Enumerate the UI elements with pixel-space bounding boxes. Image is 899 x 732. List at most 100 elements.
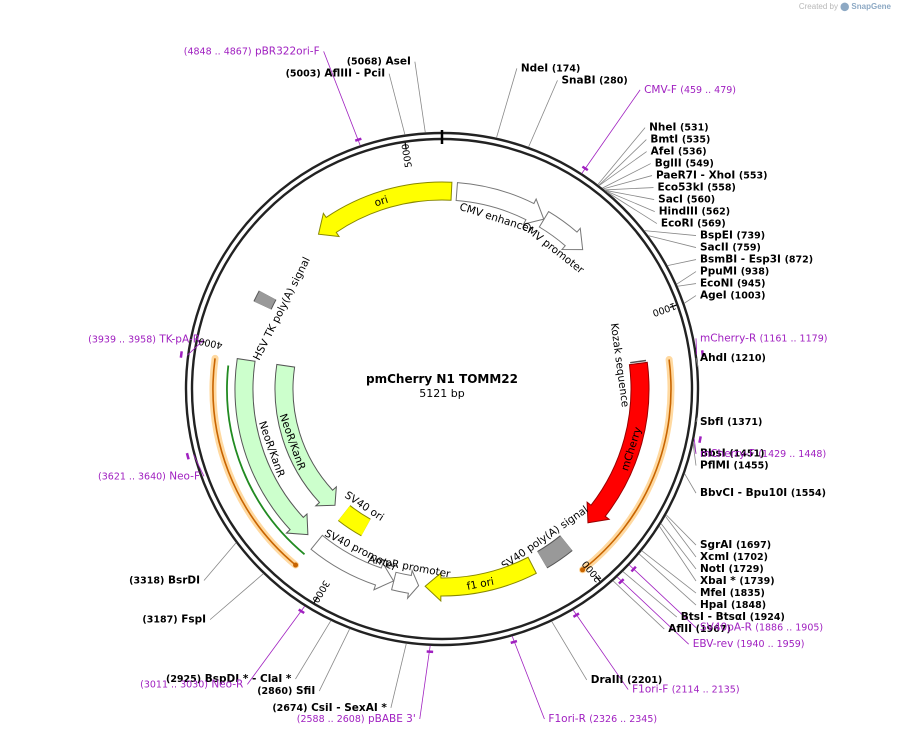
- label-leaders: [179, 51, 705, 720]
- primer-leader: [193, 454, 205, 477]
- primer-name: CMV-F: [644, 84, 677, 96]
- primer-label: mCherry-F (1429 .. 1448): [700, 448, 826, 460]
- label-dash: -: [248, 673, 260, 685]
- primer-leader: [581, 89, 641, 174]
- primer-binding-mark: [572, 612, 580, 618]
- primer-label: mCherry-R (1161 .. 1179): [700, 332, 827, 344]
- site-name: DraIII: [591, 674, 624, 686]
- primer-label: (3939 .. 3958) TK-pA-R: [88, 334, 200, 346]
- site-label: (3187) FspI: [142, 614, 206, 626]
- site-position: (1371): [727, 417, 762, 428]
- site-leader: [295, 620, 332, 680]
- site-name: BmtI: [650, 134, 678, 146]
- primer-position: (2326 .. 2345): [589, 714, 657, 725]
- credit-brand: SnapGene: [851, 2, 891, 11]
- site-label: (2925) BspDI * - ClaI *: [166, 673, 292, 685]
- site-position: (549): [685, 159, 714, 170]
- site-position: (1729): [729, 564, 764, 575]
- site-leader: [684, 473, 697, 494]
- primer-name: mCherry-F: [700, 448, 755, 460]
- site-name: SacI: [658, 194, 683, 206]
- primer-leader: [572, 609, 629, 690]
- site-label: NheI (531): [649, 122, 708, 134]
- site-leader: [318, 628, 351, 692]
- site-label: BtsI - BtsαI (1924): [681, 611, 785, 623]
- feature-mcherry: [586, 361, 650, 524]
- site-position: (1451): [729, 449, 764, 460]
- label-dash: -: [734, 487, 746, 499]
- label-dash: -: [737, 254, 749, 266]
- site-name: XcmI: [700, 551, 729, 563]
- site-position: (1739): [739, 576, 774, 587]
- site-position: (945): [737, 279, 766, 290]
- label-dash: -: [333, 702, 345, 714]
- site-leader: [676, 271, 697, 285]
- primer-label: F1ori-F (2114 .. 2135): [632, 684, 739, 696]
- primer-label: F1ori-R (2326 .. 2345): [548, 713, 657, 725]
- site-name: AseI: [385, 56, 410, 68]
- primer-leader: [419, 645, 431, 720]
- site-position: (1924): [750, 612, 785, 623]
- site-name: BsmBI: [700, 254, 737, 266]
- site-position: (174): [552, 63, 581, 74]
- site-name: SnaBI: [561, 74, 595, 86]
- primer-name: F1ori-F: [632, 684, 668, 696]
- primer-position: (3621 .. 3640): [98, 471, 166, 482]
- primer-leader: [247, 605, 305, 685]
- site-label: AhdI (1210): [700, 352, 766, 364]
- site-name2: SexAI *: [344, 702, 387, 714]
- site-leader: [605, 190, 655, 212]
- primer-leader: [629, 564, 697, 629]
- site-leader: [598, 151, 647, 186]
- site-name: AflIII: [324, 68, 352, 80]
- site-label: HpaI (1848): [700, 599, 766, 611]
- ruler-tick-label: 1000: [651, 300, 677, 319]
- site-label: (5003) AflIII - PciI: [286, 68, 386, 80]
- site-label: BbvCI - Bpu10I (1554): [700, 487, 826, 499]
- site-position: (5068): [347, 57, 382, 68]
- site-position: (1554): [791, 488, 826, 499]
- feature-cmv-enh: [455, 182, 545, 225]
- site-label: SnaBI (280): [561, 74, 627, 86]
- primer-position: (459 .. 479): [680, 85, 736, 96]
- site-label: (5068) AseI: [347, 56, 411, 68]
- orf-arrow-tip: [580, 567, 586, 573]
- site-leader: [692, 443, 697, 466]
- site-name: SbfI: [700, 416, 724, 428]
- primer-name: F1ori-R: [548, 713, 585, 725]
- primer-name: EBV-rev: [693, 638, 734, 650]
- site-leader: [644, 230, 697, 236]
- site-label: BsmBI - Esp3I (872): [700, 254, 813, 266]
- site-leader: [551, 621, 588, 681]
- site-name: AflII: [668, 623, 692, 635]
- site-label: NdeI (174): [521, 62, 581, 74]
- primer-leader: [511, 636, 545, 720]
- site-label: Eco53kI (558): [658, 182, 736, 194]
- site-leader: [602, 163, 651, 189]
- site-position: (739): [737, 231, 766, 242]
- orf-arrow-tip: [293, 562, 299, 568]
- label-dash: -: [697, 170, 709, 182]
- site-label: AgeI (1003): [700, 290, 765, 302]
- primer-label: (2588 .. 2608) pBABE 3': [297, 713, 416, 725]
- site-label: SgrAI (1697): [700, 539, 771, 551]
- primer-label: (3011 .. 3030) Neo-R: [140, 678, 243, 690]
- site-leader: [695, 357, 699, 367]
- site-leader: [388, 73, 406, 135]
- primer-name: SV40pA-R: [700, 622, 752, 634]
- primer-leader: [693, 438, 697, 454]
- primer-binding-mark: [510, 639, 518, 645]
- site-position: (1003): [730, 291, 765, 302]
- primer-position: (1940 .. 1959): [737, 639, 805, 650]
- feature-neo-outer: [234, 358, 309, 536]
- site-name: AfeI: [651, 146, 675, 158]
- site-leader: [604, 187, 654, 191]
- primer-name: TK-pA-R: [158, 334, 200, 346]
- site-name: XbaI *: [700, 575, 736, 587]
- primer-position: (1429 .. 1448): [758, 449, 826, 460]
- site-leader: [638, 553, 697, 606]
- site-leader: [203, 542, 237, 581]
- site-name: FspI: [181, 614, 206, 626]
- site-name: SfiI: [296, 685, 315, 697]
